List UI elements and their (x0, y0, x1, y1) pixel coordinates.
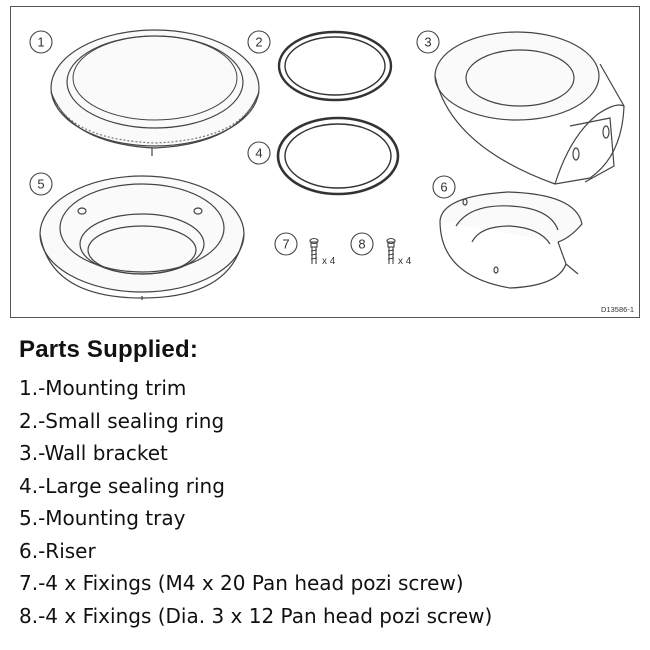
list-item: 8.-4 x Fixings (Dia. 3 x 12 Pan head poz… (19, 603, 493, 628)
mounting-tray-illustration (39, 175, 245, 300)
small-sealing-ring-illustration (277, 30, 393, 102)
callout-2: 2 (255, 35, 262, 50)
callout-5-circle (29, 172, 53, 196)
fixing-7-quantity: x 4 (322, 256, 336, 267)
callout-5: 5 (37, 177, 44, 192)
parts-list-section: Parts Supplied: 1.-Mounting trim 2.-Smal… (19, 336, 639, 632)
list-item: 5.-Mounting tray (19, 506, 186, 530)
callout-7: 7 (282, 237, 289, 252)
drawing-reference: D13586-1 (601, 305, 634, 314)
riser-illustration (439, 191, 583, 289)
parts-heading: Parts Supplied: (19, 336, 199, 363)
callout-3: 3 (424, 35, 431, 50)
parts-list: 1.-Mounting trim 2.-Small sealing ring 3… (19, 372, 639, 632)
callout-4-circle (247, 141, 271, 165)
callout-8: 8 (358, 237, 365, 252)
callout-3-circle (416, 30, 440, 54)
callout-4: 4 (255, 146, 262, 161)
callout-7-circle (274, 232, 298, 256)
callout-6: 6 (440, 180, 447, 195)
list-item: 3.-Wall bracket (19, 441, 168, 465)
list-item: 7.-4 x Fixings (M4 x 20 Pan head pozi sc… (19, 571, 464, 595)
list-item: 4.-Large sealing ring (19, 473, 225, 498)
list-item: 1.-Mounting trim (19, 376, 187, 400)
list-item: 2.-Small sealing ring (19, 408, 225, 433)
callout-1: 1 (37, 35, 44, 50)
list-item: 6.-Riser (19, 538, 96, 563)
wall-bracket-illustration (434, 31, 625, 185)
callout-8-circle (350, 232, 374, 256)
callout-6-circle (432, 175, 456, 199)
large-sealing-ring-illustration (276, 116, 400, 196)
fixing-8-quantity: x 4 (398, 256, 412, 267)
parts-diagram: x 4 x 4 1 2 3 4 5 6 7 8 D13586-1 (10, 6, 640, 318)
mounting-trim-illustration (50, 29, 260, 156)
callout-1-circle (29, 30, 53, 54)
callout-2-circle (247, 30, 271, 54)
fixing-screw-7-illustration (309, 237, 319, 264)
fixing-screw-8-illustration (386, 237, 396, 264)
